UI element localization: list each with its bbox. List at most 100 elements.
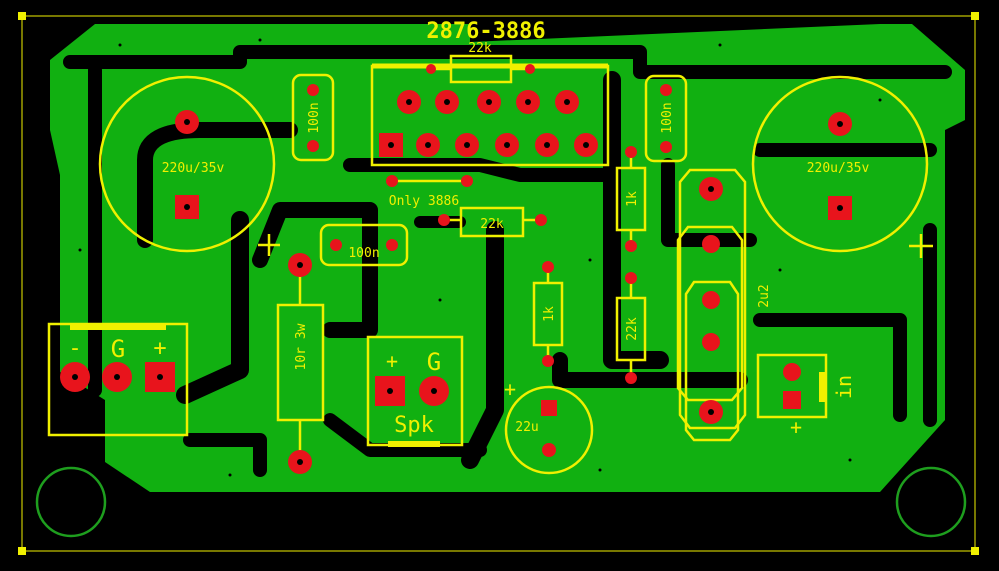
label-power-minus: - xyxy=(68,336,81,361)
via xyxy=(588,258,592,262)
pad-1k-right-1 xyxy=(625,146,637,158)
via xyxy=(718,43,722,47)
via xyxy=(438,298,442,302)
label-res-1k-mid: 1k xyxy=(542,306,557,322)
cap-100n-c-outline xyxy=(319,223,409,267)
corner-marker-br xyxy=(971,547,979,555)
label-cap-100n-c: 100n xyxy=(348,246,379,261)
via xyxy=(78,248,82,252)
pad-2u2-4 xyxy=(702,333,720,351)
label-spk-ground: G xyxy=(427,348,441,376)
label-res-22k-top: 22k xyxy=(468,41,492,56)
board-title: 2876-3886 xyxy=(426,19,545,44)
drill-2u2-5 xyxy=(708,409,714,415)
gap-center-left xyxy=(252,202,378,338)
label-power-ground: G xyxy=(111,335,125,363)
drill-2u2-1 xyxy=(708,186,714,192)
pad-22k-top-1 xyxy=(426,64,436,74)
pad-2u2-3 xyxy=(702,291,720,309)
board-outline xyxy=(18,12,979,555)
label-cap-22u: 22u xyxy=(515,420,538,435)
via xyxy=(228,473,232,477)
corner-marker-tr xyxy=(971,12,979,20)
label-input: in xyxy=(832,375,856,399)
cap-2u2-outline-b xyxy=(676,225,744,402)
drill-spk-ground xyxy=(431,388,437,394)
label-res-22k-mid: 22k xyxy=(480,217,504,232)
drill-ic-bottom-1 xyxy=(388,142,394,148)
pads xyxy=(60,64,852,474)
label-cap-2u2: 2u2 xyxy=(757,284,772,307)
silkscreen-text: 2876-3886 22k 220u/35v 220u/35v 100n 100… xyxy=(68,19,869,439)
label-cap-left: 220u/35v xyxy=(162,161,225,176)
pad-1k-mid-2 xyxy=(542,355,554,367)
corner-marker-bl xyxy=(18,547,26,555)
drill-cap-left-1 xyxy=(184,119,190,125)
pad-drill-holes xyxy=(72,99,843,465)
cap-100n-a-outline xyxy=(291,73,335,162)
label-res-1k-right: 1k xyxy=(625,191,640,207)
pad-100n-a-1 xyxy=(307,84,319,96)
gap-left-cap-inner xyxy=(137,122,298,248)
res-22k-mid-outline xyxy=(459,206,525,238)
pad-100n-c-1 xyxy=(330,239,342,251)
mount-hole-left xyxy=(35,466,107,538)
label-power-plus: + xyxy=(153,336,166,361)
drill-ic-bottom-4 xyxy=(504,142,510,148)
polarity-markers xyxy=(258,234,933,258)
label-res-power: 10r 3w xyxy=(294,323,309,370)
via xyxy=(928,298,932,302)
drill-ic-top-5 xyxy=(564,99,570,105)
gap-left-mid xyxy=(176,211,249,404)
via xyxy=(878,98,882,102)
via xyxy=(598,468,602,472)
gap-speaker-block xyxy=(323,413,487,457)
pad-1k-right-2 xyxy=(625,240,637,252)
label-res-22k-right: 22k xyxy=(625,317,640,341)
via xyxy=(258,38,262,42)
label-cap-100n-a: 100n xyxy=(307,102,322,133)
drill-cap-right-2 xyxy=(837,205,843,211)
gap-bottom xyxy=(183,433,267,477)
drill-ic-bottom-2 xyxy=(425,142,431,148)
pad-22k-mid-1 xyxy=(438,214,450,226)
silkscreen-layer xyxy=(47,54,929,475)
drill-ic-bottom-5 xyxy=(544,142,550,148)
gap-in-connector xyxy=(753,313,907,422)
via xyxy=(848,458,852,462)
label-cap-100n-b: 100n xyxy=(660,102,675,133)
label-cap-right: 220u/35v xyxy=(807,161,870,176)
pad-22u-2 xyxy=(542,443,556,457)
drill-power-minus xyxy=(72,374,78,380)
gap-right-column-b xyxy=(661,158,757,247)
pad-100n-b-2 xyxy=(660,141,672,153)
via-dots xyxy=(78,38,932,477)
pad-22k-right-1 xyxy=(625,272,637,284)
label-polarity-22u: + xyxy=(504,377,516,401)
drill-cap-right-1 xyxy=(837,121,843,127)
pad-link-2 xyxy=(461,175,473,187)
drill-ic-top-4 xyxy=(525,99,531,105)
pad-1k-mid-1 xyxy=(542,261,554,273)
cap-22u-outline xyxy=(504,385,594,475)
drill-spk-plus xyxy=(387,388,393,394)
corner-marker-tl xyxy=(18,12,26,20)
drill-ic-top-2 xyxy=(444,99,450,105)
label-speaker: Spk xyxy=(394,413,434,438)
pad-100n-b-1 xyxy=(660,84,672,96)
label-only-3886: Only 3886 xyxy=(389,194,459,209)
drill-ic-bottom-6 xyxy=(583,142,589,148)
pad-22k-top-2 xyxy=(525,64,535,74)
drill-ic-top-1 xyxy=(406,99,412,105)
via xyxy=(778,268,782,272)
cap-right-outline xyxy=(751,75,929,253)
drill-ic-bottom-3 xyxy=(464,142,470,148)
gap-top xyxy=(63,45,952,79)
drill-power-plus xyxy=(157,374,163,380)
pad-22k-mid-2 xyxy=(535,214,547,226)
cap-2u2-outline-c xyxy=(684,280,740,442)
cap-2u2-outline-a xyxy=(678,168,747,430)
drill-power-res-1 xyxy=(297,262,303,268)
pad-in-2 xyxy=(783,391,801,409)
label-input-plus: + xyxy=(790,415,802,439)
